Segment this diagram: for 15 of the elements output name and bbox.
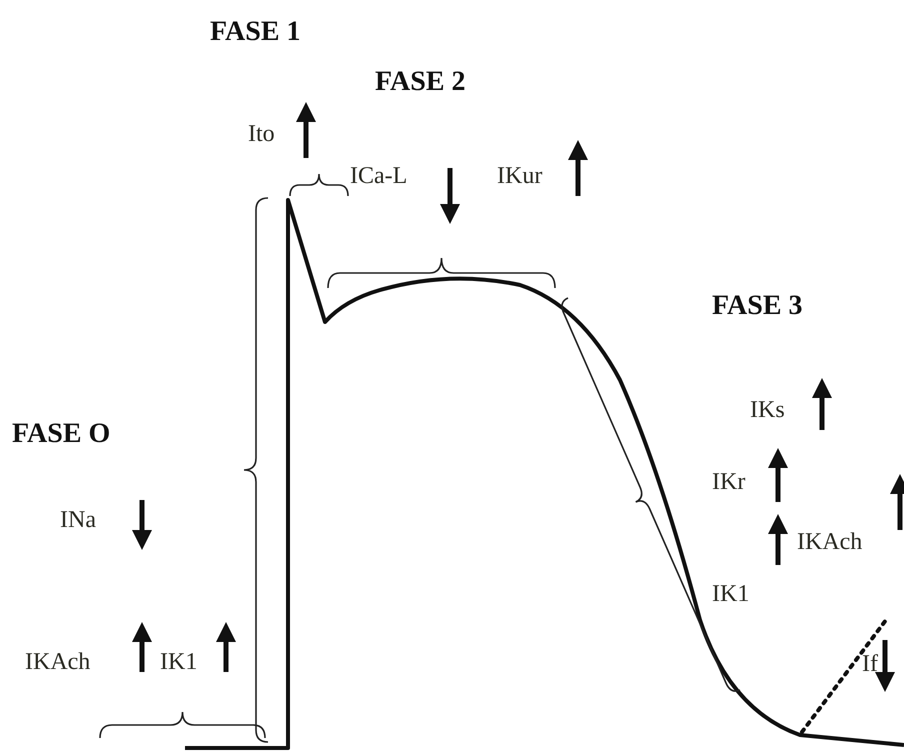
phase-label: FASE 3 bbox=[712, 292, 802, 320]
current-label: IKur bbox=[497, 164, 542, 188]
current-label: INa bbox=[60, 508, 96, 532]
current-label: Ito bbox=[248, 122, 275, 146]
current-label: IK1 bbox=[712, 582, 750, 606]
current-label: If bbox=[862, 652, 878, 676]
current-label: ICa-L bbox=[350, 164, 408, 188]
current-label: IKAch bbox=[797, 530, 862, 554]
current-label: IKAch bbox=[25, 650, 90, 674]
current-label: IKs bbox=[750, 398, 785, 422]
current-label: IK1 bbox=[160, 650, 198, 674]
phase-label: FASE 2 bbox=[375, 68, 466, 96]
phase-label: FASE 1 bbox=[210, 18, 300, 46]
current-label: IKr bbox=[712, 470, 746, 494]
phase-label: FASE O bbox=[12, 420, 110, 448]
